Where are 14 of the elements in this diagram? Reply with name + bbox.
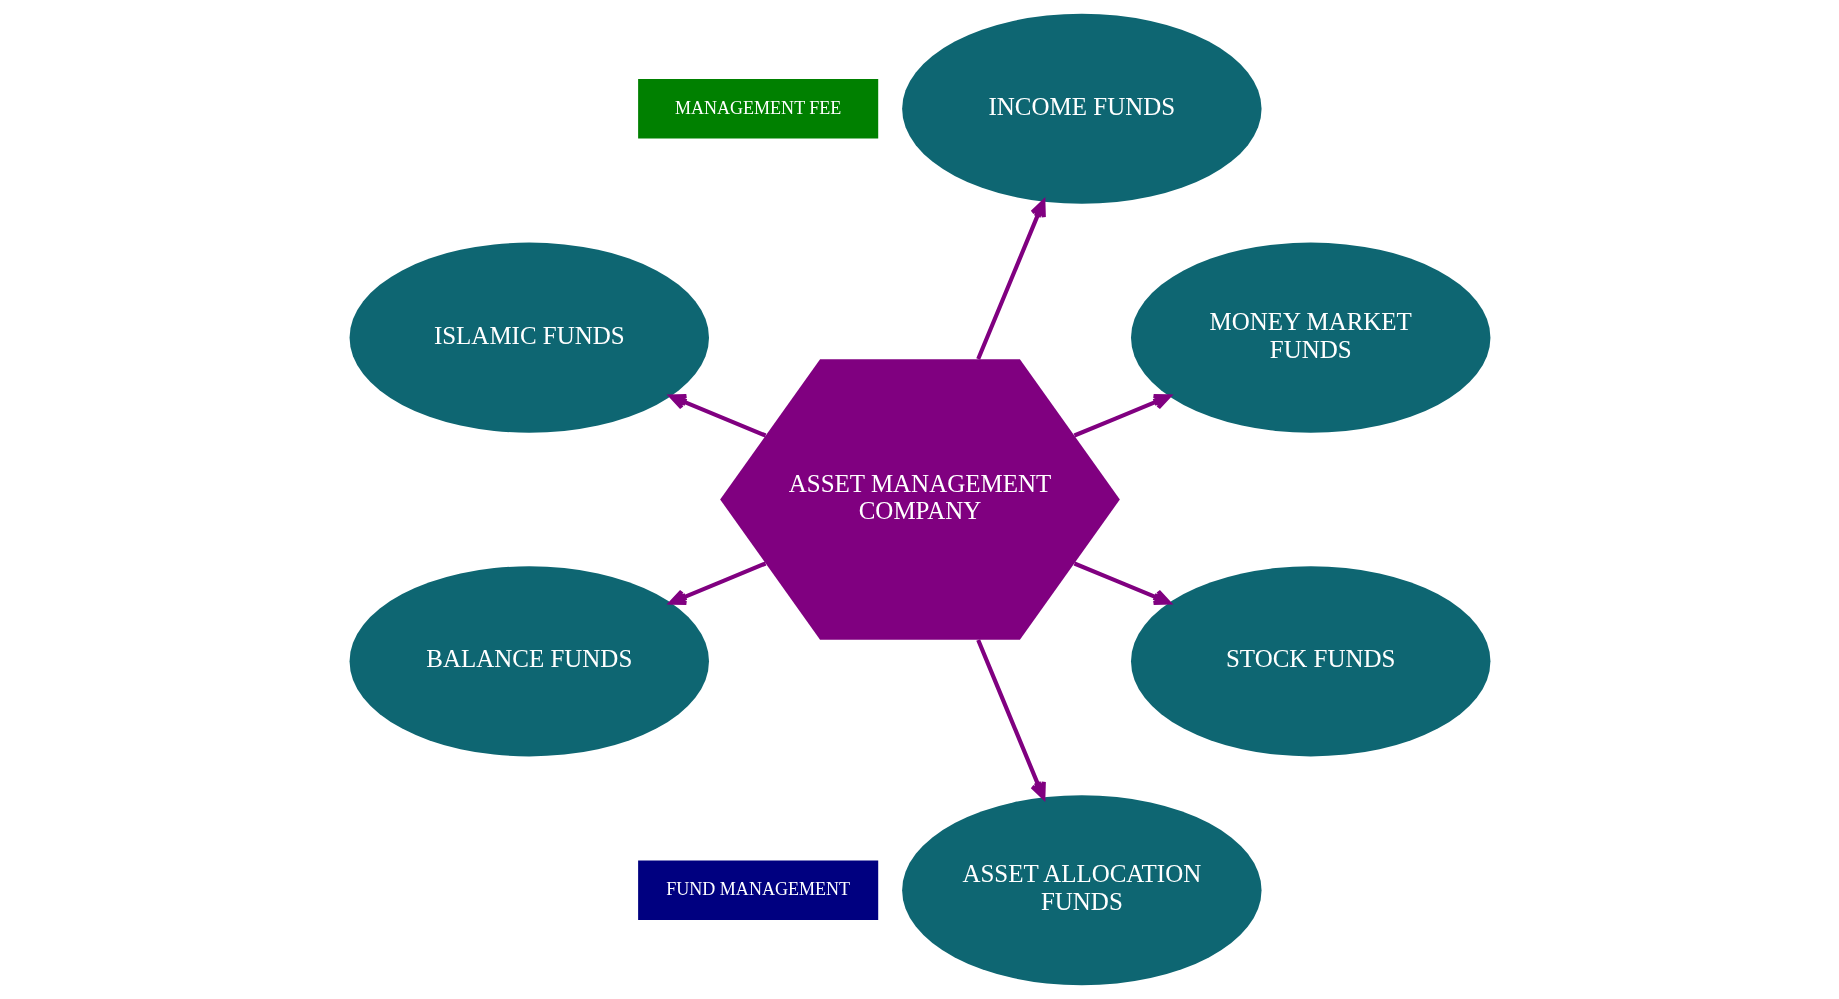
node-ellipse: MONEY MARKET FUNDS	[1130, 242, 1490, 433]
arrow	[1073, 393, 1171, 438]
node-ellipse: BALANCE FUNDS	[349, 566, 709, 757]
node-box: FUND MANAGEMENT	[637, 860, 878, 921]
arrow	[668, 393, 766, 438]
node-ellipse: INCOME FUNDS	[901, 13, 1262, 204]
arrow	[975, 639, 1046, 800]
node-ellipse: ISLAMIC FUNDS	[349, 242, 709, 433]
node-ellipse: STOCK FUNDS	[1130, 566, 1490, 757]
arrow	[668, 561, 766, 606]
node-box: MANAGEMENT FEE	[637, 78, 878, 139]
node-ellipse: ASSET ALLOCATION FUNDS	[901, 795, 1262, 986]
arrow	[1073, 561, 1171, 606]
arrow	[975, 199, 1046, 360]
